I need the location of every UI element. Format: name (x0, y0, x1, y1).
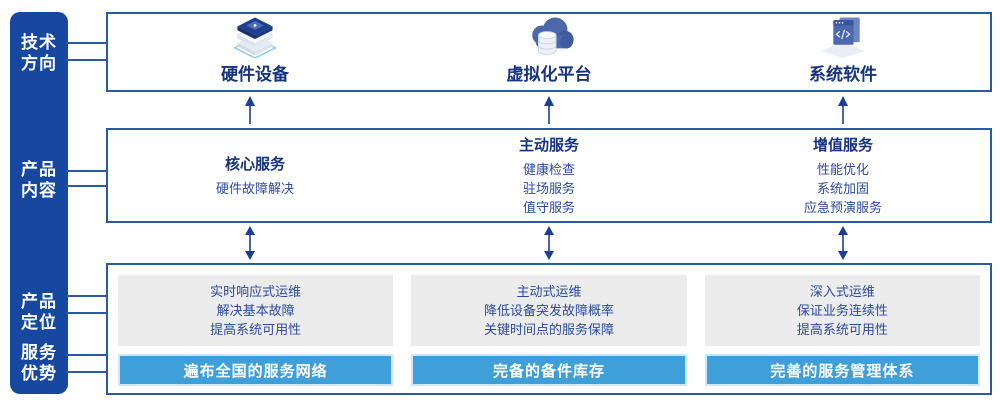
sidebar-label-line: 产品 (21, 292, 57, 311)
sidebar-label-line: 服务 (21, 343, 57, 362)
positioning-panel: 深入式运维 保证业务连续性 提高系统可用性 (704, 275, 980, 347)
tech-item-label: 系统软件 (809, 65, 877, 84)
service-title: 主动服务 (518, 137, 579, 154)
service-col-core: 核心服务 硬件故障解决 (108, 130, 402, 221)
double-arrow (838, 226, 848, 260)
tech-item-label: 虚拟化平台 (506, 65, 592, 84)
positioning-line: 实时响应式运维 (210, 284, 302, 300)
positioning-col-proactive: 主动式运维 降低设备突发故障概率 关键时间点的服务保障 完备的备件库存 (411, 275, 687, 386)
double-arrow (245, 226, 255, 260)
positioning-line: 解决基本故障 (216, 303, 295, 319)
product-content-box: 核心服务 硬件故障解决 主动服务 健康检查 驻场服务 值守服务 增值服务 性能优… (106, 128, 992, 223)
advantage-banner: 完善的服务管理体系 (704, 354, 980, 386)
tech-item-label: 硬件设备 (221, 65, 289, 84)
up-arrow (838, 96, 848, 124)
sidebar-label-line: 定位 (21, 313, 57, 332)
service-item: 硬件故障解决 (215, 181, 294, 196)
tech-item-virtualization: 虚拟化平台 (402, 14, 696, 90)
connector-line (66, 185, 108, 187)
connector-line (66, 354, 108, 356)
connector-line (66, 170, 108, 172)
code-window-icon (821, 17, 865, 58)
positioning-line: 提高系统可用性 (796, 322, 888, 338)
positioning-line: 保证业务连续性 (796, 303, 888, 319)
sidebar-label-product-positioning: 产品 定位 (10, 291, 68, 333)
positioning-line: 深入式运维 (809, 284, 875, 300)
positioning-col-indepth: 深入式运维 保证业务连续性 提高系统可用性 完善的服务管理体系 (704, 275, 980, 386)
positioning-col-realtime: 实时响应式运维 解决基本故障 提高系统可用性 遍布全国的服务网络 (118, 275, 394, 386)
tech-item-system-software: 系统软件 (696, 14, 990, 90)
sidebar-label-service-advantage: 服务 优势 (10, 342, 68, 384)
connector-line (66, 371, 108, 373)
sidebar: 技术 方向 产品 内容 产品 定位 服务 优势 (10, 12, 68, 394)
positioning-line: 降低设备突发故障概率 (483, 303, 614, 319)
sidebar-label-line: 优势 (21, 364, 57, 383)
service-item: 应急预演服务 (803, 200, 882, 215)
up-arrow (245, 96, 255, 124)
advantage-banner: 遍布全国的服务网络 (118, 354, 394, 386)
sidebar-label-tech-direction: 技术 方向 (10, 32, 68, 74)
sidebar-label-line: 技术 (21, 33, 57, 52)
service-title: 核心服务 (224, 156, 285, 173)
sidebar-label-line: 方向 (21, 54, 57, 73)
service-item: 性能优化 (816, 162, 869, 177)
positioning-line: 提高系统可用性 (210, 322, 302, 338)
service-title: 增值服务 (812, 137, 873, 154)
service-col-value-added: 增值服务 性能优化 系统加固 应急预演服务 (696, 130, 990, 221)
cloud-database-icon (532, 17, 574, 55)
connector-line (66, 59, 108, 61)
server-stack-icon (233, 17, 277, 58)
positioning-line: 主动式运维 (516, 284, 582, 300)
positioning-panel: 实时响应式运维 解决基本故障 提高系统可用性 (118, 275, 394, 347)
service-col-proactive: 主动服务 健康检查 驻场服务 值守服务 (402, 130, 696, 221)
positioning-line: 关键时间点的服务保障 (483, 322, 614, 338)
service-item: 系统加固 (816, 181, 869, 196)
positioning-panel: 主动式运维 降低设备突发故障概率 关键时间点的服务保障 (411, 275, 687, 347)
positioning-advantage-box: 实时响应式运维 解决基本故障 提高系统可用性 遍布全国的服务网络 主动式运维 降… (106, 263, 992, 395)
advantage-banner: 完备的备件库存 (411, 354, 687, 386)
service-item: 值守服务 (522, 200, 575, 215)
up-arrow (544, 96, 554, 124)
tech-item-hardware: 硬件设备 (108, 14, 402, 90)
double-arrow (544, 226, 554, 260)
connector-line (66, 312, 108, 314)
sidebar-label-line: 内容 (21, 181, 57, 200)
tech-direction-box: 硬件设备 虚拟化平台 (106, 12, 992, 92)
connector-line (66, 42, 108, 44)
sidebar-label-line: 产品 (21, 160, 57, 179)
service-item: 驻场服务 (522, 181, 575, 196)
connector-line (66, 295, 108, 297)
sidebar-label-product-content: 产品 内容 (10, 159, 68, 201)
service-item: 健康检查 (522, 162, 575, 177)
